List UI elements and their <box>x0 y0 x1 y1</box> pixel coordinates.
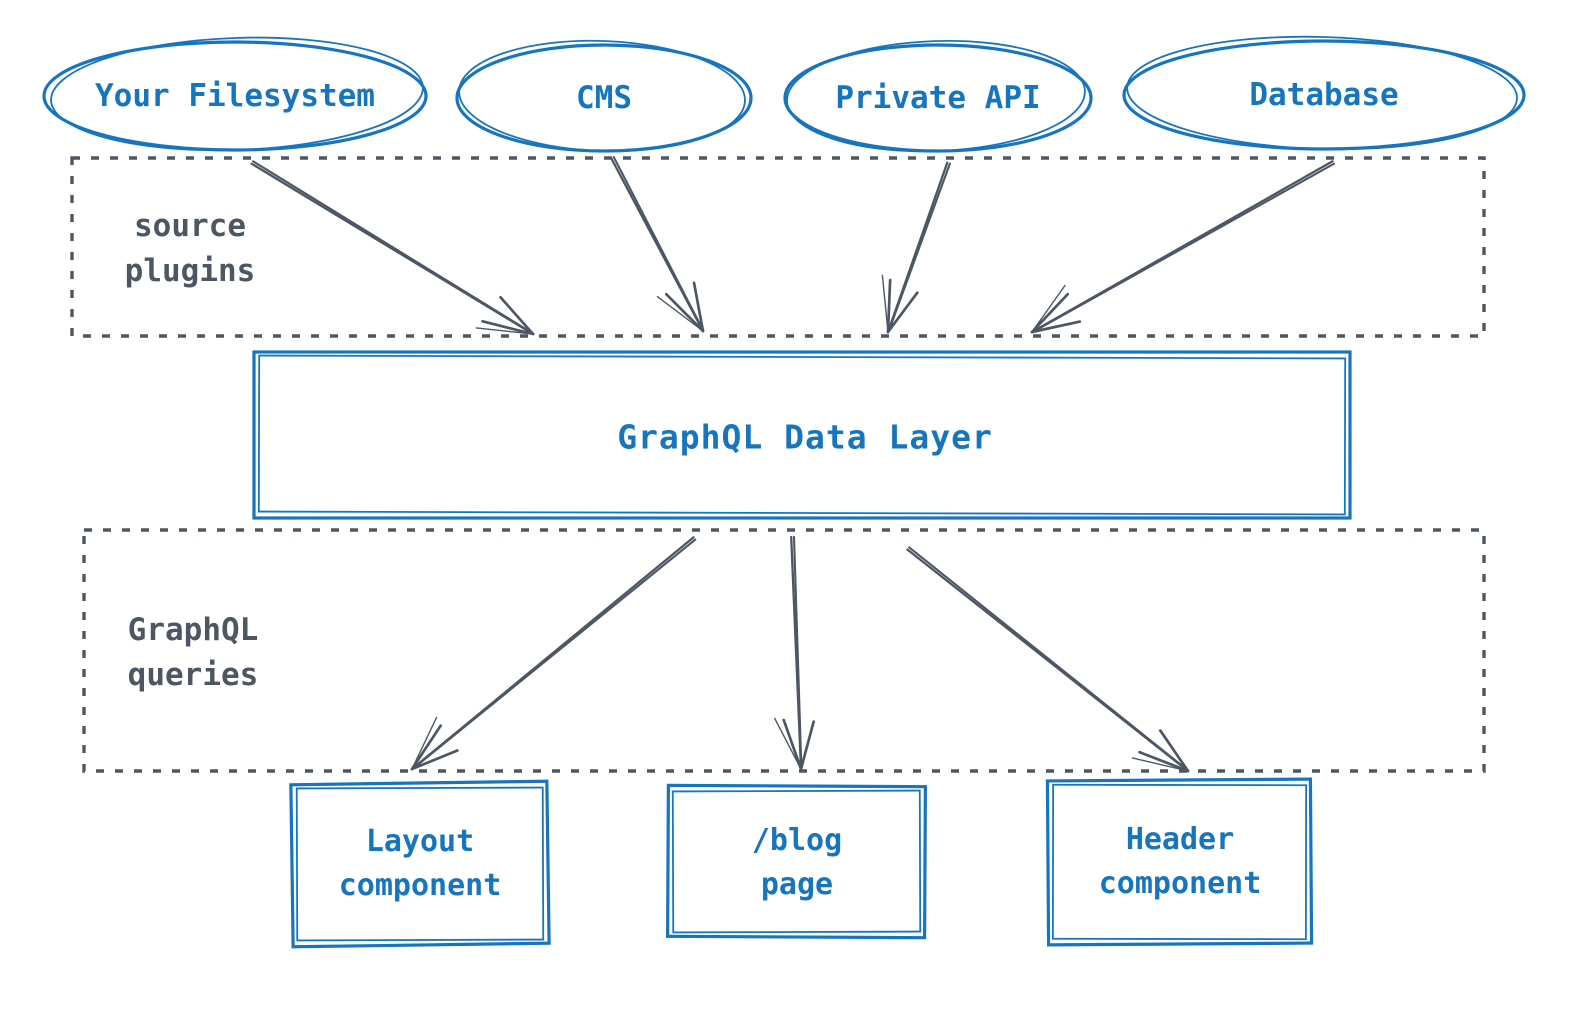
source-plugins-label-line1: source <box>134 208 246 244</box>
cms-label: CMS <box>576 80 632 116</box>
database-ellipse <box>1122 35 1526 151</box>
layout-component-label: Layout component <box>339 820 502 908</box>
arrow-privateapi-to-datalayer <box>881 161 951 334</box>
layout-component-label-line2: component <box>338 868 502 903</box>
private-api-label: Private API <box>835 80 1041 116</box>
your-filesystem-ellipse <box>42 36 428 152</box>
graphql-queries-label: GraphQL queries <box>128 608 259 698</box>
data-layer-box <box>252 350 1352 520</box>
header-component-label-line2: component <box>1098 866 1262 901</box>
private-api-ellipse <box>783 39 1093 153</box>
header-component-box <box>1045 777 1314 947</box>
arrow-datalayer-to-blog <box>774 535 816 771</box>
graphql-queries-label-line1: GraphQL <box>127 612 259 648</box>
arrow-filesystem-to-datalayer <box>250 160 535 336</box>
blog-page-label: /blog page <box>752 819 842 907</box>
arrow-cms-to-datalayer <box>610 156 705 333</box>
source-plugins-label: source plugins <box>125 204 256 294</box>
database-label: Database <box>1249 77 1399 113</box>
header-component-label-line1: Header <box>1125 822 1235 857</box>
arrow-datalayer-to-header <box>906 546 1190 773</box>
blog-page-label-line2: page <box>760 867 834 902</box>
header-component-label: Header component <box>1099 818 1262 906</box>
layout-component-label-line1: Layout <box>365 824 475 859</box>
arrow-database-to-datalayer <box>1030 160 1336 334</box>
blog-page-label-line1: /blog <box>751 823 843 858</box>
graphql-queries-region <box>82 528 1486 773</box>
arrow-datalayer-to-layout <box>410 536 697 771</box>
source-plugins-label-line2: plugins <box>124 253 256 289</box>
layout-component-box <box>289 779 551 949</box>
blog-page-box <box>665 783 927 940</box>
data-layer-label: GraphQL Data Layer <box>617 417 993 457</box>
your-filesystem-label: Your Filesystem <box>95 78 375 114</box>
graphql-queries-label-line2: queries <box>127 657 259 693</box>
source-plugins-region <box>70 156 1486 338</box>
cms-ellipse <box>455 39 753 153</box>
